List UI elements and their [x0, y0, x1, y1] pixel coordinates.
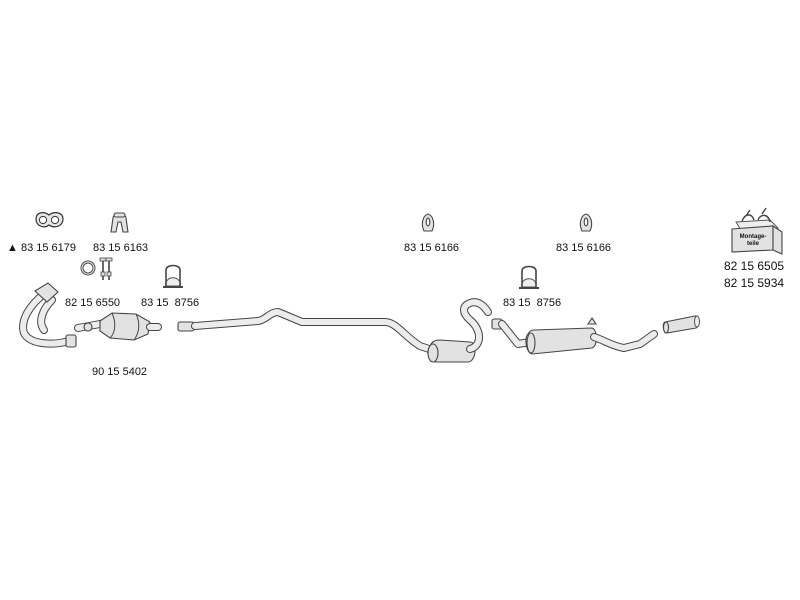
rear-silencer-drawing	[491, 317, 658, 355]
gasket-pair-label: ▲ 83 15 6179	[7, 242, 76, 254]
kit-box-text-line2: teile	[746, 241, 759, 247]
kit-box-text-line1: Montage-	[739, 234, 767, 240]
rubber-mount-front-drawing	[110, 212, 129, 233]
front-pipe-code: 90 15 5402	[92, 366, 148, 378]
middle-pipe-drawing	[177, 308, 436, 354]
u-clamp-rear-drawing	[519, 265, 539, 289]
kit-code-1: 82 15 6505	[724, 259, 785, 273]
mount-rear-code: 83 15 6166	[556, 242, 612, 254]
front-downpipe-drawing	[19, 282, 77, 348]
rubber-mount-middle-drawing	[421, 213, 435, 232]
flange-hardware-code: 82 15 6550	[65, 297, 121, 309]
clamp-front-code: 83 15 8756	[141, 297, 200, 309]
triangle-marker-icon: ▲	[7, 242, 18, 254]
tail-pipe-drawing	[662, 315, 700, 334]
flange-hardware-drawing	[80, 257, 113, 280]
rubber-mount-rear-drawing	[579, 213, 593, 232]
kit-code-2: 82 15 5934	[724, 276, 785, 290]
middle-silencer-drawing	[427, 298, 492, 363]
gasket-pair-code: 83 15 6179	[20, 242, 77, 254]
catalytic-converter-drawing	[74, 312, 162, 341]
gasket-pair-drawing	[35, 212, 64, 228]
mount-middle-code: 83 15 6166	[404, 242, 460, 254]
clamp-rear-code: 83 15 8756	[503, 297, 562, 309]
kit-box-text: Montage- teile	[735, 234, 771, 248]
mount-front-code: 83 15 6163	[93, 242, 149, 254]
u-clamp-front-drawing	[163, 264, 183, 288]
mounting-kit-box-drawing	[731, 207, 783, 255]
